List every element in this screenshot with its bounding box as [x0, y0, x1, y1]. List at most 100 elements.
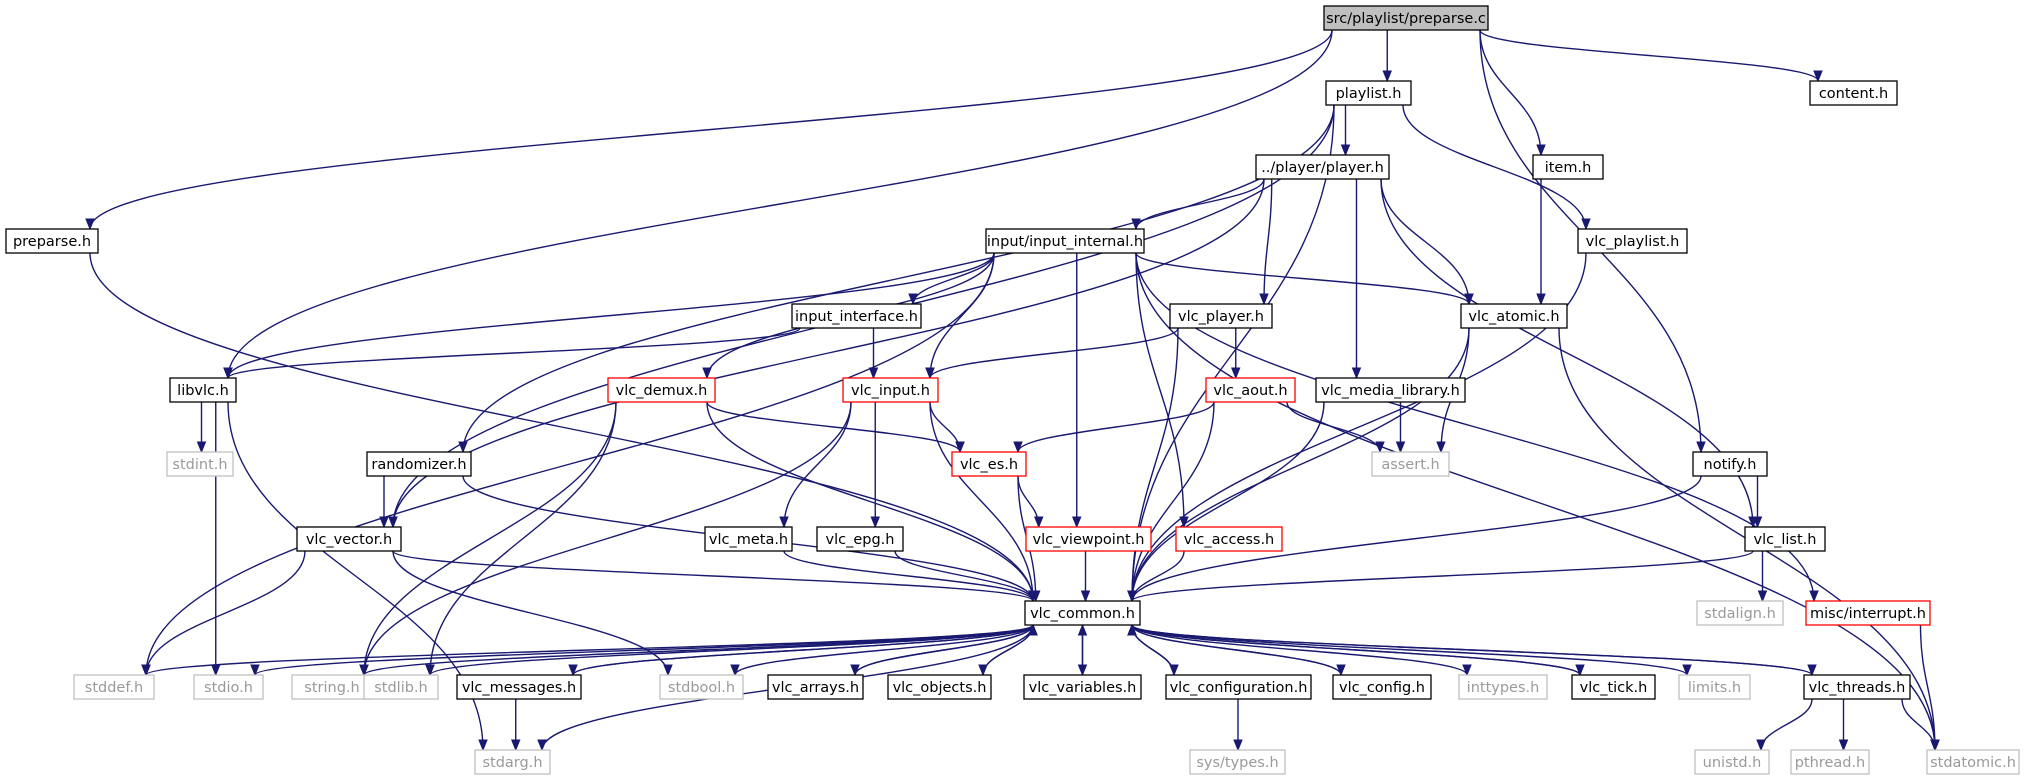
arrowhead-vlc_common_h-to-stddef_h	[141, 664, 151, 677]
edge-root-to-item_h	[1479, 29, 1542, 156]
node-label-vlc-player-h: vlc_player.h	[1178, 309, 1264, 325]
node-player-h[interactable]: ../player/player.h	[1255, 154, 1390, 180]
node-libvlc-h[interactable]: libvlc.h	[169, 377, 237, 403]
node-box-vlc-threads-h	[1803, 674, 1911, 700]
node-label-playlist-h: playlist.h	[1336, 86, 1402, 102]
arrowhead-vlc_common_h-to-inttypes_h	[1462, 664, 1472, 677]
node-vlc-messages-h[interactable]: vlc_messages.h	[456, 674, 582, 700]
node-box-unistd-h	[1694, 749, 1770, 775]
edge-vlc_vector_h-to-stdbool_h	[392, 550, 669, 676]
node-preparse-h[interactable]: preparse.h	[5, 228, 99, 254]
node-vlc-common-h[interactable]: vlc_common.h	[1024, 600, 1141, 626]
node-label-vlc-common-h: vlc_common.h	[1030, 606, 1135, 622]
node-label-player-h: ../player/player.h	[1261, 160, 1384, 176]
node-box-assert-h	[1371, 451, 1450, 477]
arrowhead-vlc_objects_h-to-vlc_common_h	[1028, 623, 1038, 636]
node-label-vlc-configuration-h: vlc_configuration.h	[1170, 680, 1308, 696]
node-box-player-h	[1255, 154, 1390, 180]
edge-vlc_threads_h-to-stdatomic_h	[1901, 698, 1936, 751]
node-stdint-h: stdint.h	[166, 451, 234, 477]
node-vlc-list-h[interactable]: vlc_list.h	[1744, 526, 1826, 552]
node-label-inttypes-h: inttypes.h	[1467, 680, 1540, 696]
node-stdarg-h: stdarg.h	[474, 749, 551, 775]
node-vlc-configuration-h[interactable]: vlc_configuration.h	[1165, 674, 1312, 700]
node-vlc-demux-h[interactable]: vlc_demux.h	[607, 377, 716, 403]
edge-vlc_input_h-to-string_h	[363, 401, 852, 676]
node-vlc-vector-h[interactable]: vlc_vector.h	[296, 526, 402, 552]
arrowhead-input_internal_h-to-vlc_demux_h	[702, 367, 712, 380]
edge-vlc_config_h-to-vlc_common_h	[1131, 624, 1342, 676]
edge-vlc_common_h-to-stdio_h	[254, 624, 1034, 676]
edge-playlist_h-to-vlc_common_h	[1131, 104, 1335, 602]
node-vlc-access-h[interactable]: vlc_access.h	[1175, 526, 1283, 552]
node-label-vlc-objects-h: vlc_objects.h	[893, 680, 987, 696]
arrowhead-root-to-playlist_h	[1382, 70, 1392, 83]
node-label-notify-h: notify.h	[1704, 457, 1757, 473]
arrowhead-vlc_epg_h-to-vlc_common_h	[1028, 590, 1038, 603]
arrowhead-input_internal_h-to-vlc_viewpoint_h	[1072, 516, 1082, 529]
node-playlist-h[interactable]: playlist.h	[1325, 80, 1412, 106]
node-vlc-input-h[interactable]: vlc_input.h	[842, 377, 939, 403]
node-vlc-playlist-h[interactable]: vlc_playlist.h	[1577, 228, 1688, 254]
edge-vlc_media_library_h-to-vlc_common_h	[1131, 401, 1325, 602]
node-label-stdint-h: stdint.h	[172, 457, 227, 473]
node-box-vlc-common-h	[1024, 600, 1141, 626]
node-box-vlc-variables-h	[1023, 674, 1142, 700]
node-box-vlc-config-h	[1332, 674, 1432, 700]
node-box-preparse-h	[5, 228, 99, 254]
node-label-stdatomic-h: stdatomic.h	[1930, 755, 2016, 771]
edge-vlc_vector_h-to-vlc_common_h	[392, 550, 1034, 602]
arrowhead-player_h-to-vlc_media_library_h	[1351, 367, 1362, 380]
edge-vlc_demux_h-to-stdlib_h	[429, 401, 617, 676]
node-label-string-h: string.h	[304, 680, 359, 696]
node-vlc-arrays-h[interactable]: vlc_arrays.h	[767, 674, 864, 700]
node-vlc-meta-h[interactable]: vlc_meta.h	[704, 526, 793, 552]
node-input-internal-h[interactable]: input/input_internal.h	[985, 228, 1145, 254]
node-randomizer-h[interactable]: randomizer.h	[366, 451, 472, 477]
node-vlc-variables-h[interactable]: vlc_variables.h	[1023, 674, 1142, 700]
node-misc-interrupt-h[interactable]: misc/interrupt.h	[1805, 600, 1931, 626]
node-vlc-player-h[interactable]: vlc_player.h	[1169, 303, 1273, 329]
node-label-root: src/playlist/preparse.c	[1326, 11, 1486, 27]
node-label-vlc-vector-h: vlc_vector.h	[306, 532, 392, 548]
node-box-vlc-objects-h	[887, 674, 992, 700]
node-box-vlc-atomic-h	[1460, 303, 1568, 329]
node-box-limits-h	[1678, 674, 1751, 700]
node-vlc-media-library-h[interactable]: vlc_media_library.h	[1315, 377, 1466, 403]
edge-vlc_input_h-to-vlc_meta_h	[783, 401, 852, 528]
node-vlc-atomic-h[interactable]: vlc_atomic.h	[1460, 303, 1568, 329]
node-item-h[interactable]: item.h	[1532, 154, 1604, 180]
node-label-limits-h: limits.h	[1688, 680, 1741, 696]
node-limits-h: limits.h	[1678, 674, 1751, 700]
node-root[interactable]: src/playlist/preparse.c	[1323, 5, 1489, 31]
arrowhead-vlc_threads_h-to-pthread_h	[1838, 739, 1849, 752]
arrowhead-player_h-to-input_internal_h	[1131, 218, 1141, 231]
node-box-sys-types-h	[1189, 749, 1286, 775]
node-label-misc-interrupt-h: misc/interrupt.h	[1810, 606, 1926, 622]
node-vlc-aout-h[interactable]: vlc_aout.h	[1205, 377, 1296, 403]
node-vlc-threads-h[interactable]: vlc_threads.h	[1803, 674, 1911, 700]
node-vlc-es-h[interactable]: vlc_es.h	[951, 451, 1027, 477]
node-box-playlist-h	[1325, 80, 1412, 106]
node-assert-h: assert.h	[1371, 451, 1450, 477]
node-vlc-epg-h[interactable]: vlc_epg.h	[816, 526, 904, 552]
arrowhead-playlist_h-to-vlc_playlist_h	[1581, 218, 1591, 231]
node-box-randomizer-h	[366, 451, 472, 477]
arrowhead-root-to-item_h	[1536, 144, 1546, 157]
arrowhead-vlc_common_h-to-stdlib_h	[425, 664, 435, 677]
node-box-stdalign-h	[1696, 600, 1784, 626]
arrowhead-input_internal_h-to-misc_interrupt_h	[1809, 590, 1819, 603]
arrowhead-randomizer_h-to-vlc_vector_h	[379, 516, 389, 529]
node-stdio-h: stdio.h	[193, 674, 264, 700]
node-vlc-viewpoint-h[interactable]: vlc_viewpoint.h	[1025, 526, 1152, 552]
node-label-vlc-demux-h: vlc_demux.h	[616, 383, 708, 399]
edge-vlc_input_h-to-vlc_common_h	[929, 401, 1034, 602]
edge-player_h-to-input_internal_h	[1135, 178, 1265, 230]
node-input-interface-h[interactable]: input_interface.h	[791, 303, 922, 329]
node-vlc-config-h[interactable]: vlc_config.h	[1332, 674, 1432, 700]
node-content-h[interactable]: content.h	[1809, 80, 1898, 106]
edge-preparse_h-to-vlc_common_h	[89, 252, 1034, 602]
node-notify-h[interactable]: notify.h	[1692, 451, 1768, 477]
node-vlc-objects-h[interactable]: vlc_objects.h	[887, 674, 992, 700]
node-vlc-tick-h[interactable]: vlc_tick.h	[1571, 674, 1656, 700]
